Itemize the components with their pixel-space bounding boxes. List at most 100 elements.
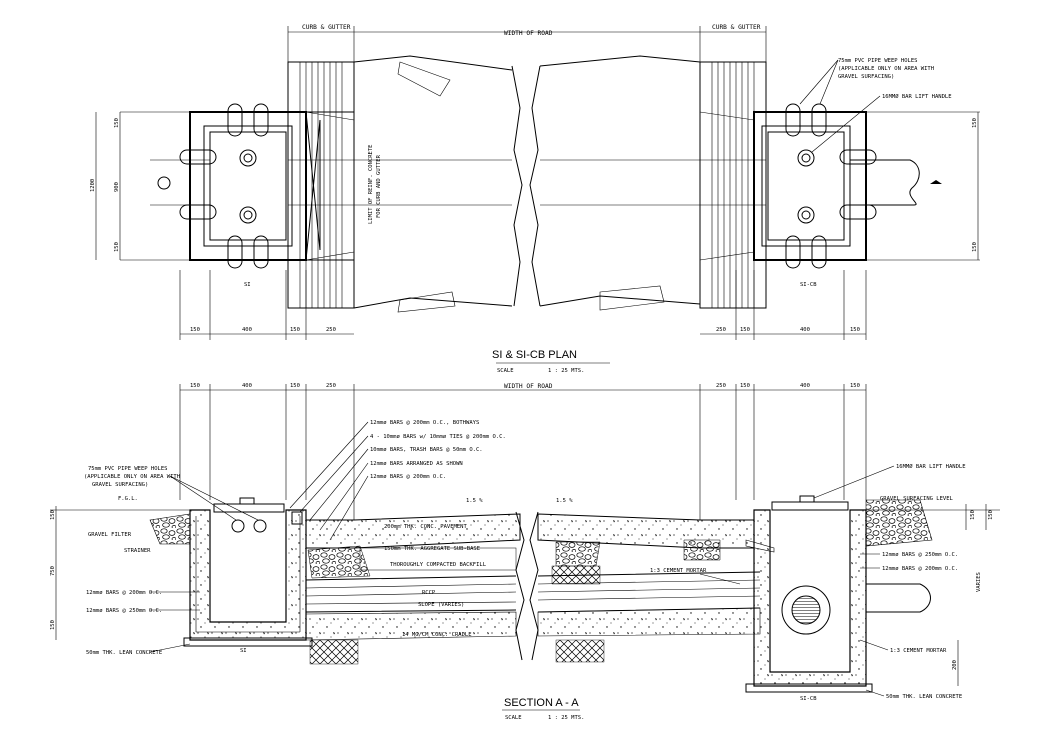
- pavement-label: 200mm THK. CONC. PAVEMENT: [384, 524, 467, 530]
- dim-label: 400: [242, 383, 252, 389]
- callout-rebar-3: 10mmø BARS, TRASH BARS @ 50mm O.C.: [370, 447, 483, 453]
- soil-hatch: [309, 639, 359, 665]
- dim-label: 200: [952, 660, 958, 670]
- width-of-road-label: WIDTH OF ROAD: [504, 30, 553, 37]
- plan-top-dimensions: CURB & GUTTER WIDTH OF ROAD CURB & GUTTE…: [287, 24, 767, 62]
- dim-label: 400: [800, 383, 810, 389]
- gravel-right: [865, 499, 933, 547]
- section-title: SECTION A - A: [504, 697, 579, 709]
- cradle-label: 14 MG/CM CONC. CRADLE: [402, 632, 472, 638]
- gravel-filter-left: [149, 513, 191, 545]
- section-lift-handle: 16MMØ BAR LIFT HANDLE: [896, 463, 966, 470]
- section-marker-icon: [157, 176, 171, 190]
- dim-label: 150: [850, 383, 860, 389]
- dim-label: 250: [716, 327, 726, 333]
- section-left-dimensions: 150 750 150 150 150 200: [50, 504, 994, 686]
- dim-label: 250: [716, 383, 726, 389]
- curb-gutter-left: LIMIT OF REINF. CONCRETE FOR CURB AND GU…: [287, 61, 382, 309]
- plan-sicb-label: SI-CB: [800, 282, 817, 288]
- lean-concrete-right: 50mm THK. LEAN CONCRETE: [886, 694, 962, 700]
- limit-note-line1: LIMIT OF REINF. CONCRETE: [368, 145, 374, 224]
- plan-title: SI & SI-CB PLAN: [492, 349, 577, 361]
- curb-gutter-left-label: CURB & GUTTER: [302, 24, 351, 31]
- weep-hole: [811, 103, 827, 137]
- section-scale-value: 1 : 25 MTS.: [548, 715, 584, 721]
- dim-label: 150: [740, 383, 750, 389]
- slope-left: 1.5 %: [466, 498, 483, 504]
- section-callouts: 12mmø BARS @ 200mm O.C., BOTHWAYS 4 - 10…: [84, 420, 982, 700]
- gravel-filter-label: GRAVEL FILTER: [88, 532, 132, 538]
- dim-label: 250: [326, 327, 336, 333]
- plan-weep-note-2: (APPLICABLE ONLY ON AREA WITH: [838, 66, 934, 72]
- inlet-si-section: SI: [183, 497, 313, 654]
- section-sicb-label: SI-CB: [800, 696, 817, 702]
- callout-rebar-5: 12mmø BARS @ 200mm O.C.: [370, 474, 446, 480]
- dim-label: 150: [290, 327, 300, 333]
- plan-vertical-dimensions: 150 900 150 1200 150 150: [90, 112, 979, 260]
- pavement-left: [305, 513, 521, 549]
- dim-label: 150: [850, 327, 860, 333]
- slope-varies-label: SLOPE (VARIES): [418, 602, 464, 608]
- weep-hole: [253, 103, 269, 137]
- mortar-2-label: 1:3 CEMENT MORTAR: [890, 648, 947, 654]
- weep-hole: [811, 235, 827, 269]
- bars-right-1: 12mmø BARS @ 250mm O.C.: [882, 552, 958, 558]
- soil-hatch: [555, 639, 605, 663]
- weep-hole: [227, 103, 243, 137]
- weep-hole: [253, 235, 269, 269]
- strainer-label: STRAINER: [124, 548, 151, 554]
- plan-scale-label: SCALE: [497, 368, 514, 374]
- section-marker-icon: [930, 180, 942, 184]
- section-width-of-road: WIDTH OF ROAD: [504, 383, 553, 390]
- varies-label: VARIES: [976, 572, 982, 592]
- plan-lift-handle-note: 16MMØ BAR LIFT HANDLE: [882, 93, 952, 100]
- subbase-left: [307, 545, 371, 579]
- road-outline: [288, 55, 766, 313]
- callout-rebar-2: 4 - 10mmø BARS w/ 10mmø TIES @ 200mm O.C…: [370, 434, 506, 440]
- fgl-label: F.G.L.: [118, 496, 138, 502]
- bars-right-2: 12mmø BARS @ 200mm O.C.: [882, 566, 958, 572]
- slope-right: 1.5 %: [556, 498, 573, 504]
- weep-hole: [785, 103, 801, 137]
- dim-label: 150: [114, 242, 120, 252]
- dim-label: 150: [190, 327, 200, 333]
- rccp-pipe: [305, 511, 761, 661]
- inlet-sicb-section: SI-CB: [745, 495, 931, 702]
- curb-gutter-right: [699, 61, 767, 309]
- gravel-level-label: GRAVEL SURFACING LEVEL: [880, 496, 954, 502]
- dim-label: 250: [326, 383, 336, 389]
- limit-note-line2: FOR CURB AND GUTTER: [376, 154, 382, 218]
- plan-bottom-dimensions: 150 400 150 250 250 150 400 150: [179, 270, 867, 340]
- dim-label: 150: [50, 620, 56, 630]
- callout-rebar-1: 12mmø BARS @ 200mm O.C., BOTHWAYS: [370, 420, 479, 426]
- weep-hole: [785, 235, 801, 269]
- rccp-label: RCCP: [422, 590, 436, 596]
- subbase-right: [555, 541, 601, 567]
- dim-label: 150: [740, 327, 750, 333]
- plan-scale-value: 1 : 25 MTS.: [548, 368, 584, 374]
- dim-label: 150: [972, 118, 978, 128]
- dim-label: 1200: [90, 179, 96, 192]
- backfill-label: THOROUGHLY COMPACTED BACKFILL: [390, 562, 487, 568]
- section-weep-note-1: 75mm PVC PIPE WEEP HOLES: [88, 466, 167, 472]
- section-si-label: SI: [240, 648, 247, 654]
- mortar-1-label: 1:3 CEMENT MORTAR: [650, 568, 707, 574]
- callout-rebar-4: 12mmø BARS ARRANGED AS SHOWN: [370, 461, 463, 467]
- dim-label: 150: [972, 242, 978, 252]
- dim-label: 150: [970, 510, 976, 520]
- inlet-sicb-plan: SI-CB: [753, 103, 980, 288]
- section-weep-note-3: GRAVEL SURFACING): [92, 482, 148, 488]
- plan-view: CURB & GUTTER WIDTH OF ROAD CURB & GUTTE…: [90, 24, 980, 374]
- dim-label: 150: [988, 510, 994, 520]
- section-scale-label: SCALE: [505, 715, 522, 721]
- curb-gutter-right-label: CURB & GUTTER: [712, 24, 761, 31]
- bars-left-1: 12mmø BARS @ 200mm O.C.: [86, 590, 162, 596]
- dim-label: 150: [290, 383, 300, 389]
- dim-label: 900: [114, 182, 120, 192]
- concrete-cradle: [305, 611, 517, 641]
- dim-label: 400: [800, 327, 810, 333]
- inlet-si-plan: SI: [120, 103, 307, 288]
- section-top-dimensions: 150 400 150 250 WIDTH OF ROAD 250 150 40…: [179, 383, 867, 520]
- plan-si-label: SI: [244, 282, 251, 288]
- plan-weep-note-3: GRAVEL SURFACING): [838, 74, 894, 80]
